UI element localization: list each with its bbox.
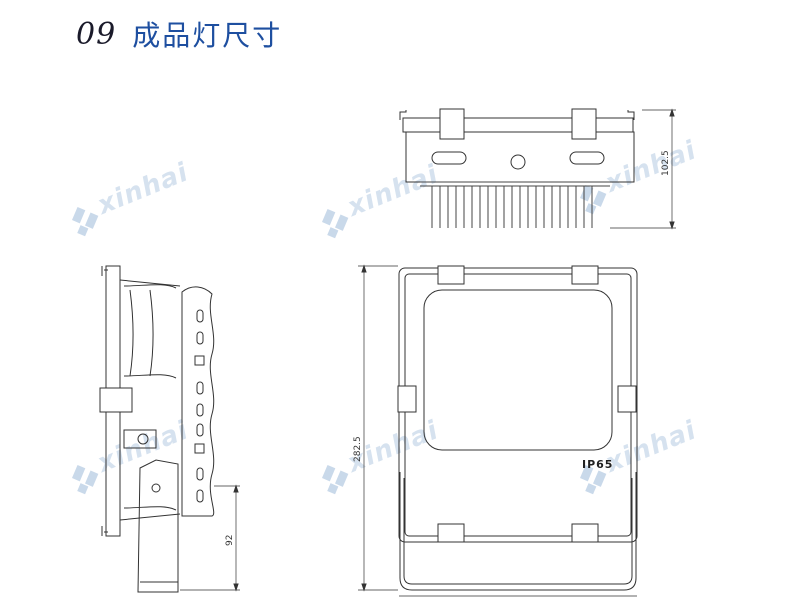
front-view bbox=[358, 264, 638, 597]
heat-sink-fins bbox=[420, 181, 610, 228]
top-view bbox=[399, 108, 676, 230]
watermark-logo-2: xinhai bbox=[322, 159, 443, 239]
watermark-group: xinhai xinhai xinhai xinhai xinhai xinha… bbox=[72, 135, 701, 495]
section-header: 09 成品灯尺寸 bbox=[76, 14, 282, 54]
section-title: 成品灯尺寸 bbox=[132, 19, 283, 52]
front-view-height-label: 282.5 bbox=[353, 436, 363, 462]
ip-rating-label: IP65 bbox=[582, 458, 613, 471]
bracket-holes bbox=[194, 309, 205, 503]
watermark-text-2: xinhai bbox=[342, 159, 443, 223]
watermark-text-1: xinhai bbox=[92, 157, 193, 221]
watermark-text-6: xinhai bbox=[600, 415, 701, 479]
watermark-logo-4: xinhai bbox=[72, 415, 193, 495]
section-number: 09 bbox=[76, 16, 117, 52]
side-bracket-height-label: 92 bbox=[225, 535, 235, 546]
top-view-height-label: 102.5 bbox=[661, 150, 671, 176]
watermark-logo-6: xinhai bbox=[580, 415, 701, 495]
watermark-logo-5: xinhai bbox=[322, 415, 443, 495]
watermark-logo-3: xinhai bbox=[580, 135, 701, 215]
watermark-text-3: xinhai bbox=[600, 135, 701, 199]
watermark-logo-1: xinhai bbox=[72, 157, 193, 237]
side-view bbox=[99, 265, 240, 593]
